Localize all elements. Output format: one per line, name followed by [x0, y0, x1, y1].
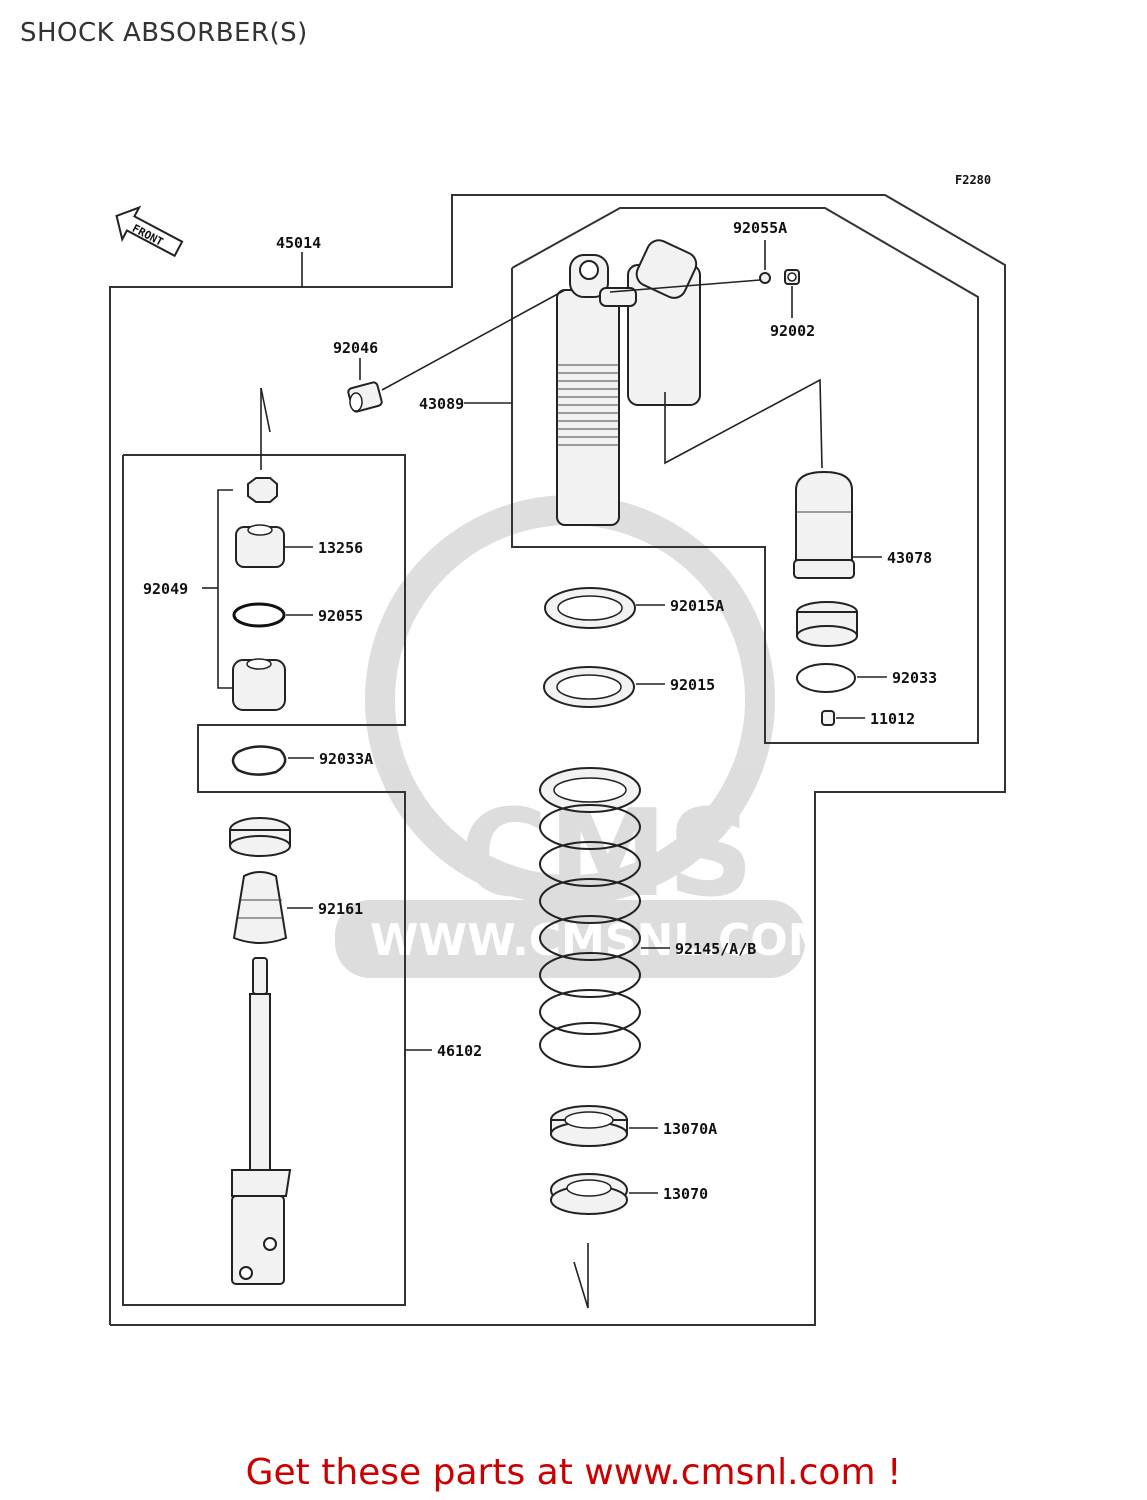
callout-92002: 92002	[770, 322, 815, 340]
callout-92033: 92033	[892, 669, 937, 687]
nut-top	[247, 477, 278, 503]
seal-seat	[229, 817, 291, 857]
lock-nut-92015A	[544, 587, 636, 629]
assembly-outline-43089	[511, 207, 979, 744]
callout-92055A: 92055A	[733, 219, 787, 237]
bump-stop-13256	[235, 524, 285, 568]
callout-92049: 92049	[143, 580, 188, 598]
watermark: CMS WWW.CMSNL.COM	[335, 495, 832, 978]
callout-13256: 13256	[318, 539, 363, 557]
cmsnl-link[interactable]: Get these parts at www.cmsnl.com !	[245, 1452, 902, 1493]
o-ring-92055	[232, 602, 286, 628]
assembly-outline-46102	[122, 454, 406, 1306]
spring-92145	[539, 767, 641, 1068]
callout-46102: 46102	[437, 1042, 482, 1060]
spring-guide-13070A	[550, 1105, 628, 1147]
parts-diagram: CMS WWW.CMSNL.COM F2280 FRONT 45014 4308…	[109, 173, 1006, 1326]
callout-43089: 43089	[419, 395, 464, 413]
callout-92015A: 92015A	[670, 597, 724, 615]
lock-nut-92015	[543, 666, 635, 708]
callout-13070: 13070	[663, 1185, 708, 1203]
callout-92015: 92015	[670, 676, 715, 694]
figure-code: F2280	[955, 173, 991, 187]
bushing-92046	[347, 381, 383, 413]
bolt-92002	[784, 269, 800, 285]
washer-92055A	[759, 272, 771, 284]
callout-13070A: 13070A	[663, 1120, 717, 1138]
circlip-92033A	[231, 745, 287, 776]
circlip-92033	[796, 663, 856, 693]
callout-11012: 11012	[870, 710, 915, 728]
callout-92145: 92145/A/B	[675, 940, 756, 958]
callout-92033A: 92033A	[319, 750, 373, 768]
front-arrow-icon: FRONT	[115, 205, 184, 258]
spring-guide-13070	[550, 1173, 628, 1215]
reservoir-seal	[796, 601, 858, 647]
reservoir-cap-43078	[793, 470, 855, 579]
shock-body-43089	[556, 239, 701, 526]
callout-45014: 45014	[276, 234, 321, 252]
assembly-outline-45014	[109, 194, 1006, 1326]
bumper-92161	[232, 871, 288, 944]
callout-92055: 92055	[318, 607, 363, 625]
valve-11012	[821, 710, 835, 726]
callout-92046: 92046	[333, 339, 378, 357]
seal-lower	[232, 658, 286, 711]
piston-rod-46102	[231, 957, 292, 1285]
page-title: SHOCK ABSORBER(S)	[20, 18, 308, 48]
callout-43078: 43078	[887, 549, 932, 567]
callout-92161: 92161	[318, 900, 363, 918]
